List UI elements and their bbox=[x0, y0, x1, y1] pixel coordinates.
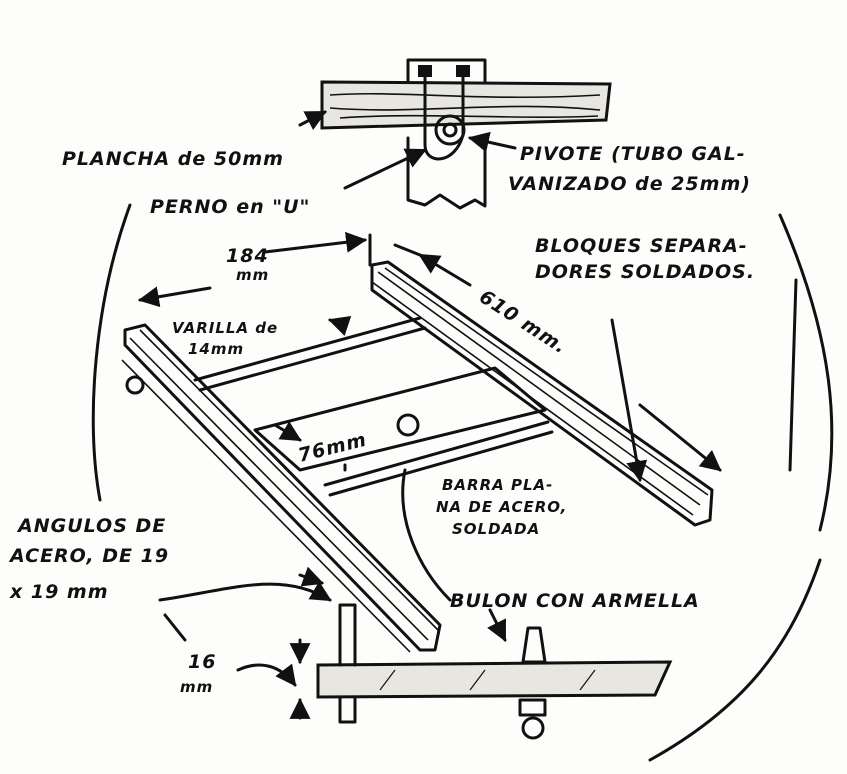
rod-14mm bbox=[193, 316, 427, 392]
label-varilla-1: VARILLA de bbox=[172, 319, 278, 337]
label-plancha: PLANCHA de 50mm bbox=[62, 148, 284, 170]
section-plank bbox=[316, 660, 673, 699]
label-bloques-1: BLOQUES SEPARA- bbox=[535, 235, 748, 257]
pivot-tube bbox=[434, 114, 466, 146]
label-pivote-2: VANIZADO de 25mm) bbox=[508, 173, 751, 195]
label-angulos-1: ANGULOS DE bbox=[16, 515, 166, 537]
label-dim-184-unit: mm bbox=[236, 266, 269, 284]
plank bbox=[320, 80, 612, 130]
label-barra-1: BARRA PLA- bbox=[442, 476, 553, 494]
flat-bar bbox=[253, 366, 547, 472]
label-barra-2: NA DE ACERO, bbox=[436, 498, 567, 516]
label-barra-3: SOLDADA bbox=[452, 520, 540, 538]
dimension-lines bbox=[137, 231, 722, 472]
left-angle-rail bbox=[123, 323, 442, 652]
label-angulos-2: ACERO, DE 19 bbox=[8, 545, 169, 567]
pivot-detail bbox=[298, 58, 612, 210]
label-varilla-2: 14mm bbox=[188, 340, 244, 358]
right-angle-rail bbox=[370, 260, 714, 527]
label-perno: PERNO en "U" bbox=[150, 196, 310, 218]
section-angle bbox=[338, 603, 357, 724]
label-dim-16: 16 bbox=[188, 651, 216, 673]
rod-lower bbox=[323, 420, 554, 497]
label-pivote-1: PIVOTE (TUBO GAL- bbox=[520, 143, 746, 165]
label-angulos-3: x 19 mm bbox=[9, 581, 109, 603]
eye-bolt bbox=[396, 413, 420, 437]
label-dim-184: 184 bbox=[226, 245, 269, 267]
label-bulon: BULON CON ARMELLA bbox=[450, 590, 700, 612]
label-dim-16-unit: mm bbox=[180, 678, 213, 696]
steel-frame bbox=[121, 260, 798, 653]
cross-section bbox=[158, 581, 673, 740]
label-bloques-2: DORES SOLDADOS. bbox=[535, 261, 755, 283]
enclosing-circle bbox=[91, 203, 834, 762]
label-dim-610: 610 mm. bbox=[475, 286, 571, 359]
